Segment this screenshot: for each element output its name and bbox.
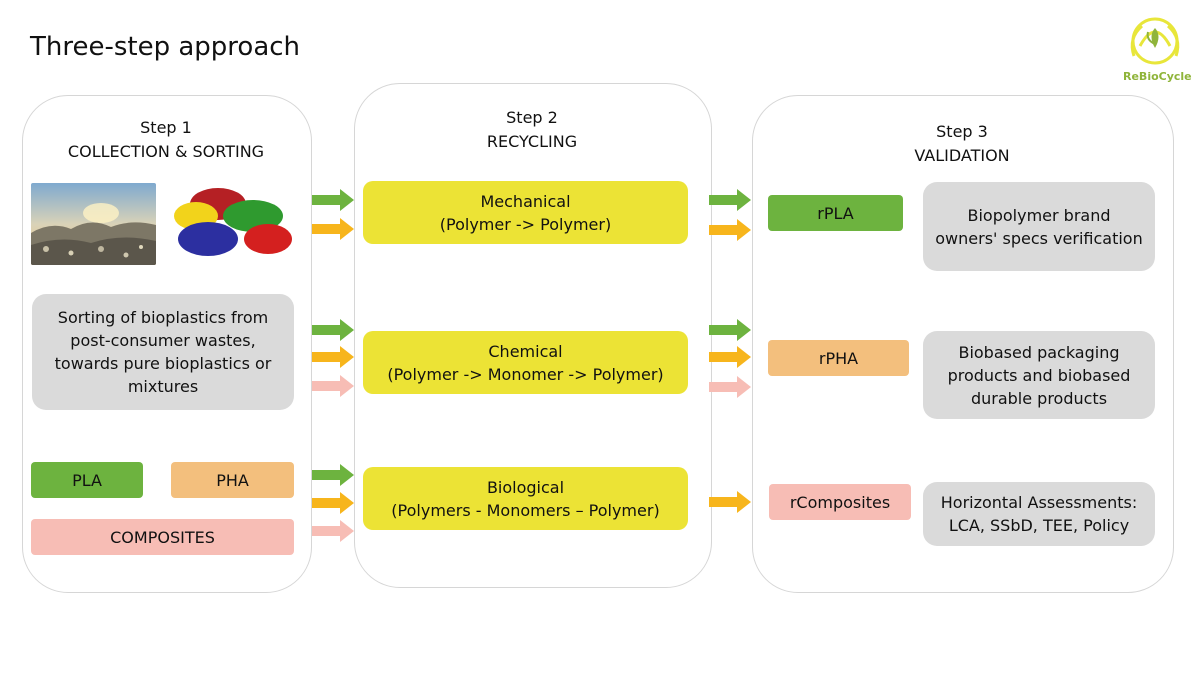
step1-subtitle: COLLECTION & SORTING: [67, 142, 265, 161]
arrow-orange-1: [312, 218, 354, 240]
arrow-pink-2: [312, 375, 354, 397]
arrow-orange-2: [312, 346, 354, 368]
pha-box: PHA: [171, 462, 294, 498]
step2-title: Step 2: [506, 108, 558, 127]
chemical-detail: (Polymer -> Monomer -> Polymer): [387, 364, 664, 384]
step3-heading: Step 3 VALIDATION: [752, 120, 1172, 168]
arrow-green-3: [312, 464, 354, 486]
mechanical-detail: (Polymer -> Polymer): [439, 214, 612, 234]
step3-subtitle: VALIDATION: [914, 146, 1010, 165]
arrow-orange-3: [312, 492, 354, 514]
logo-text: ReBioCycle: [1123, 70, 1192, 83]
arrow-orange-5: [709, 346, 751, 368]
landfill-photo: [31, 183, 156, 265]
rpla-box: rPLA: [768, 195, 903, 231]
arrow-pink-3: [312, 520, 354, 542]
step1-title: Step 1: [140, 118, 192, 137]
rpha-box: rPHA: [768, 340, 909, 376]
arrow-green-2: [312, 319, 354, 341]
biological-name: Biological: [486, 477, 565, 497]
biological-box: Biological (Polymers - Monomers – Polyme…: [363, 467, 688, 530]
brand-owners-specs-box: Biopolymer brand owners' specs verificat…: [923, 182, 1155, 271]
arrow-green-4: [709, 189, 751, 211]
arrow-pink-5: [709, 376, 751, 398]
mechanical-name: Mechanical: [480, 191, 571, 211]
arrow-orange-4: [709, 219, 751, 241]
chemical-box: Chemical (Polymer -> Monomer -> Polymer): [363, 331, 688, 394]
arrow-green-5: [709, 319, 751, 341]
mechanical-box: Mechanical (Polymer -> Polymer): [363, 181, 688, 244]
step2-heading: Step 2 RECYCLING: [354, 106, 710, 154]
biobased-products-box: Biobased packaging products and biobased…: [923, 331, 1155, 419]
arrow-green-1: [312, 189, 354, 211]
step3-title: Step 3: [936, 122, 988, 141]
plastic-pellets-photo: [168, 184, 296, 260]
pla-box: PLA: [31, 462, 143, 498]
biological-detail: (Polymers - Monomers – Polymer): [391, 500, 660, 520]
step2-subtitle: RECYCLING: [486, 132, 578, 151]
sorting-description: Sorting of bioplastics from post-consume…: [32, 294, 294, 410]
rebiocycle-logo: [1130, 17, 1180, 65]
chemical-name: Chemical: [488, 341, 563, 361]
horizontal-assessments-box: Horizontal Assessments: LCA, SSbD, TEE, …: [923, 482, 1155, 546]
step1-heading: Step 1 COLLECTION & SORTING: [22, 116, 310, 164]
arrow-orange-6: [709, 491, 751, 513]
rcomposites-box: rComposites: [769, 484, 911, 520]
composites-box: COMPOSITES: [31, 519, 294, 555]
page-title: Three-step approach: [30, 32, 301, 62]
